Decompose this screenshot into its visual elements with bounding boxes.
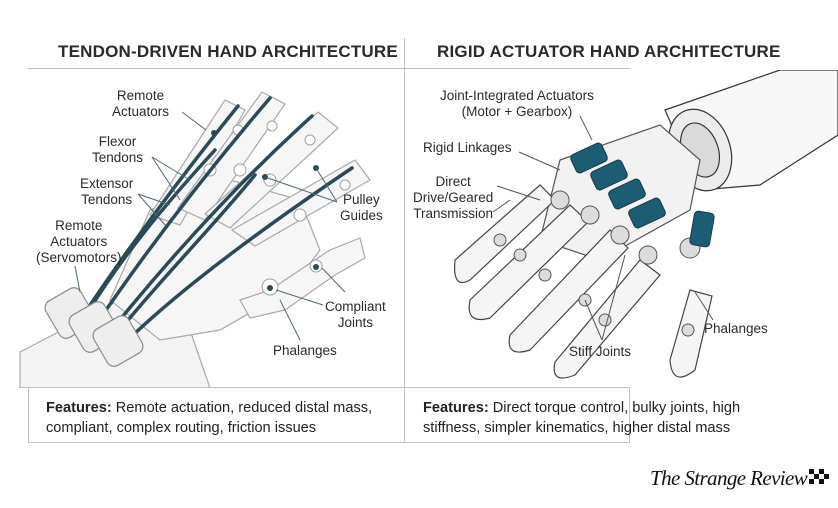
label-line: Tendons [81,192,133,207]
features-heading: Features: [423,400,489,416]
label-line: Joint-Integrated Actuators [440,88,594,103]
label-line: Compliant [325,299,386,314]
label-pulley-guides: Pulley Guides [340,192,383,224]
rigid-hand-illustration [453,70,838,379]
label-line: Flexor [98,134,137,149]
left-title-divider [28,68,404,69]
label-flexor-tendons: Flexor Tendons [92,134,143,166]
label-line: Remote [116,88,165,103]
label-phalanges-right: Phalanges [704,321,768,336]
label-remote-actuators-top: Remote Actuators [112,88,169,120]
label-line: Transmission [413,206,494,221]
label-stiff-joints: Stiff Joints [569,344,632,359]
label-line: Tendons [92,150,144,165]
left-panel-title: TENDON-DRIVEN HAND ARCHITECTURE [58,42,398,61]
features-heading: Features: [46,400,112,416]
label-line: Remote [55,218,103,233]
checker-icon [809,469,829,485]
right-features-line1: Features: Direct torque control, bulky j… [423,398,740,418]
features-text: Remote actuation, reduced distal mass, [111,400,373,416]
features-text: Direct torque control, bulky joints, hig… [488,400,741,416]
label-remote-actuators-servo: Remote Actuators (Servomotors) [36,218,122,266]
label-line: Extensor [80,176,134,191]
tendon-hand-illustration [19,91,371,388]
left-features-line2: compliant, complex routing, friction iss… [46,420,317,436]
brand-name: The Strange Review [650,466,808,490]
label-direct-drive: Direct Drive/Geared Transmission [413,174,493,222]
label-compliant-joints: Compliant Joints [325,299,386,331]
label-line: Joints [337,315,374,330]
label-line: Guides [340,208,383,223]
label-line: Direct [435,174,471,189]
panel-divider [404,38,405,388]
label-rigid-linkages: Rigid Linkages [423,140,512,155]
right-title-divider [404,68,630,69]
label-phalanges-left: Phalanges [273,343,337,358]
label-line: Actuators [50,234,108,249]
label-line: Actuators [112,104,170,119]
label-extensor-tendons: Extensor Tendons [80,176,133,208]
label-line: Pulley [343,192,380,207]
label-line: (Servomotors) [36,250,122,265]
left-features-box: Features: Remote actuation, reduced dist… [28,387,405,443]
right-features-line2: stiffness, simpler kinematics, higher di… [423,420,731,436]
right-features-content: Features: Direct torque control, bulky j… [404,387,740,443]
label-line: Drive/Geared [413,190,494,205]
label-line: (Motor + Gearbox) [461,104,573,119]
left-features-line1: Features: Remote actuation, reduced dist… [46,398,390,418]
label-joint-integrated-actuators: Joint-Integrated Actuators (Motor + Gear… [440,88,594,120]
right-panel-title: RIGID ACTUATOR HAND ARCHITECTURE [437,42,781,61]
